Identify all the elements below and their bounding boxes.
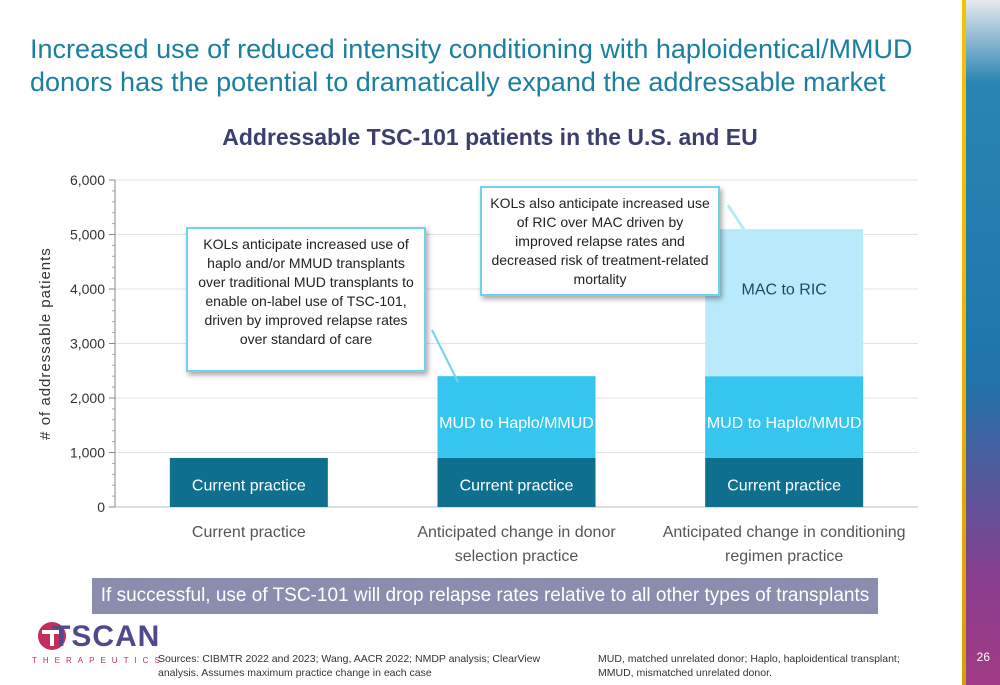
- callout-pointer: [726, 204, 754, 243]
- abbreviations-footnote: MUD, matched unrelated donor; Haplo, hap…: [598, 653, 900, 679]
- y-tick-label: 1,000: [70, 445, 105, 461]
- bar-segment-label: Current practice: [727, 477, 841, 494]
- x-category-label: regimen practice: [725, 548, 843, 565]
- y-tick-label: 5,000: [70, 227, 105, 243]
- bar-segment: [169, 457, 328, 507]
- y-tick-label: 2,000: [70, 390, 105, 406]
- x-category-label: Current practice: [192, 524, 306, 541]
- page-number: 26: [976, 650, 990, 664]
- decorative-side-bar: [962, 0, 1000, 685]
- logo-subtitle: THERAPEUTICS: [32, 656, 166, 665]
- callout-conditioning: KOLs also anticipate increased use of RI…: [480, 186, 720, 296]
- bar-segment: [705, 457, 864, 507]
- sources-footnote: Sources: CIBMTR 2022 and 2023; Wang, AAC…: [158, 653, 541, 679]
- logo-wordmark: TSCAN: [52, 620, 161, 653]
- callout-donor-selection: KOLs anticipate increased use of haplo a…: [186, 227, 426, 372]
- bar-segment-label: Current practice: [460, 477, 574, 494]
- chart-title: Addressable TSC-101 patients in the U.S.…: [222, 124, 758, 150]
- y-tick-label: 0: [97, 499, 105, 515]
- bar-segment-label: MUD to Haplo/MMUD: [707, 415, 862, 432]
- bar-segment-label: Current practice: [192, 477, 306, 494]
- y-axis-label: # of addressable patients: [37, 247, 54, 440]
- conclusion-banner: If successful, use of TSC-101 will drop …: [92, 578, 878, 614]
- y-tick-label: 6,000: [70, 172, 105, 188]
- x-category-label: Anticipated change in donor: [417, 524, 616, 541]
- callout-pointer: [431, 329, 459, 383]
- bar-segment: [437, 457, 596, 507]
- tscan-logo-icon: [38, 622, 66, 650]
- bar-segment: [705, 376, 864, 458]
- bar-segment: [437, 376, 596, 458]
- bar-segment-label: MAC to RIC: [741, 282, 826, 299]
- y-tick-label: 3,000: [70, 336, 105, 352]
- bar-segment: [705, 229, 864, 377]
- bar-segment-label: MUD to Haplo/MMUD: [439, 415, 594, 432]
- x-category-label: Anticipated change in conditioning: [663, 524, 906, 541]
- slide-headline: Increased use of reduced intensity condi…: [30, 34, 913, 97]
- x-category-label: selection practice: [455, 548, 579, 565]
- y-tick-label: 4,000: [70, 281, 105, 297]
